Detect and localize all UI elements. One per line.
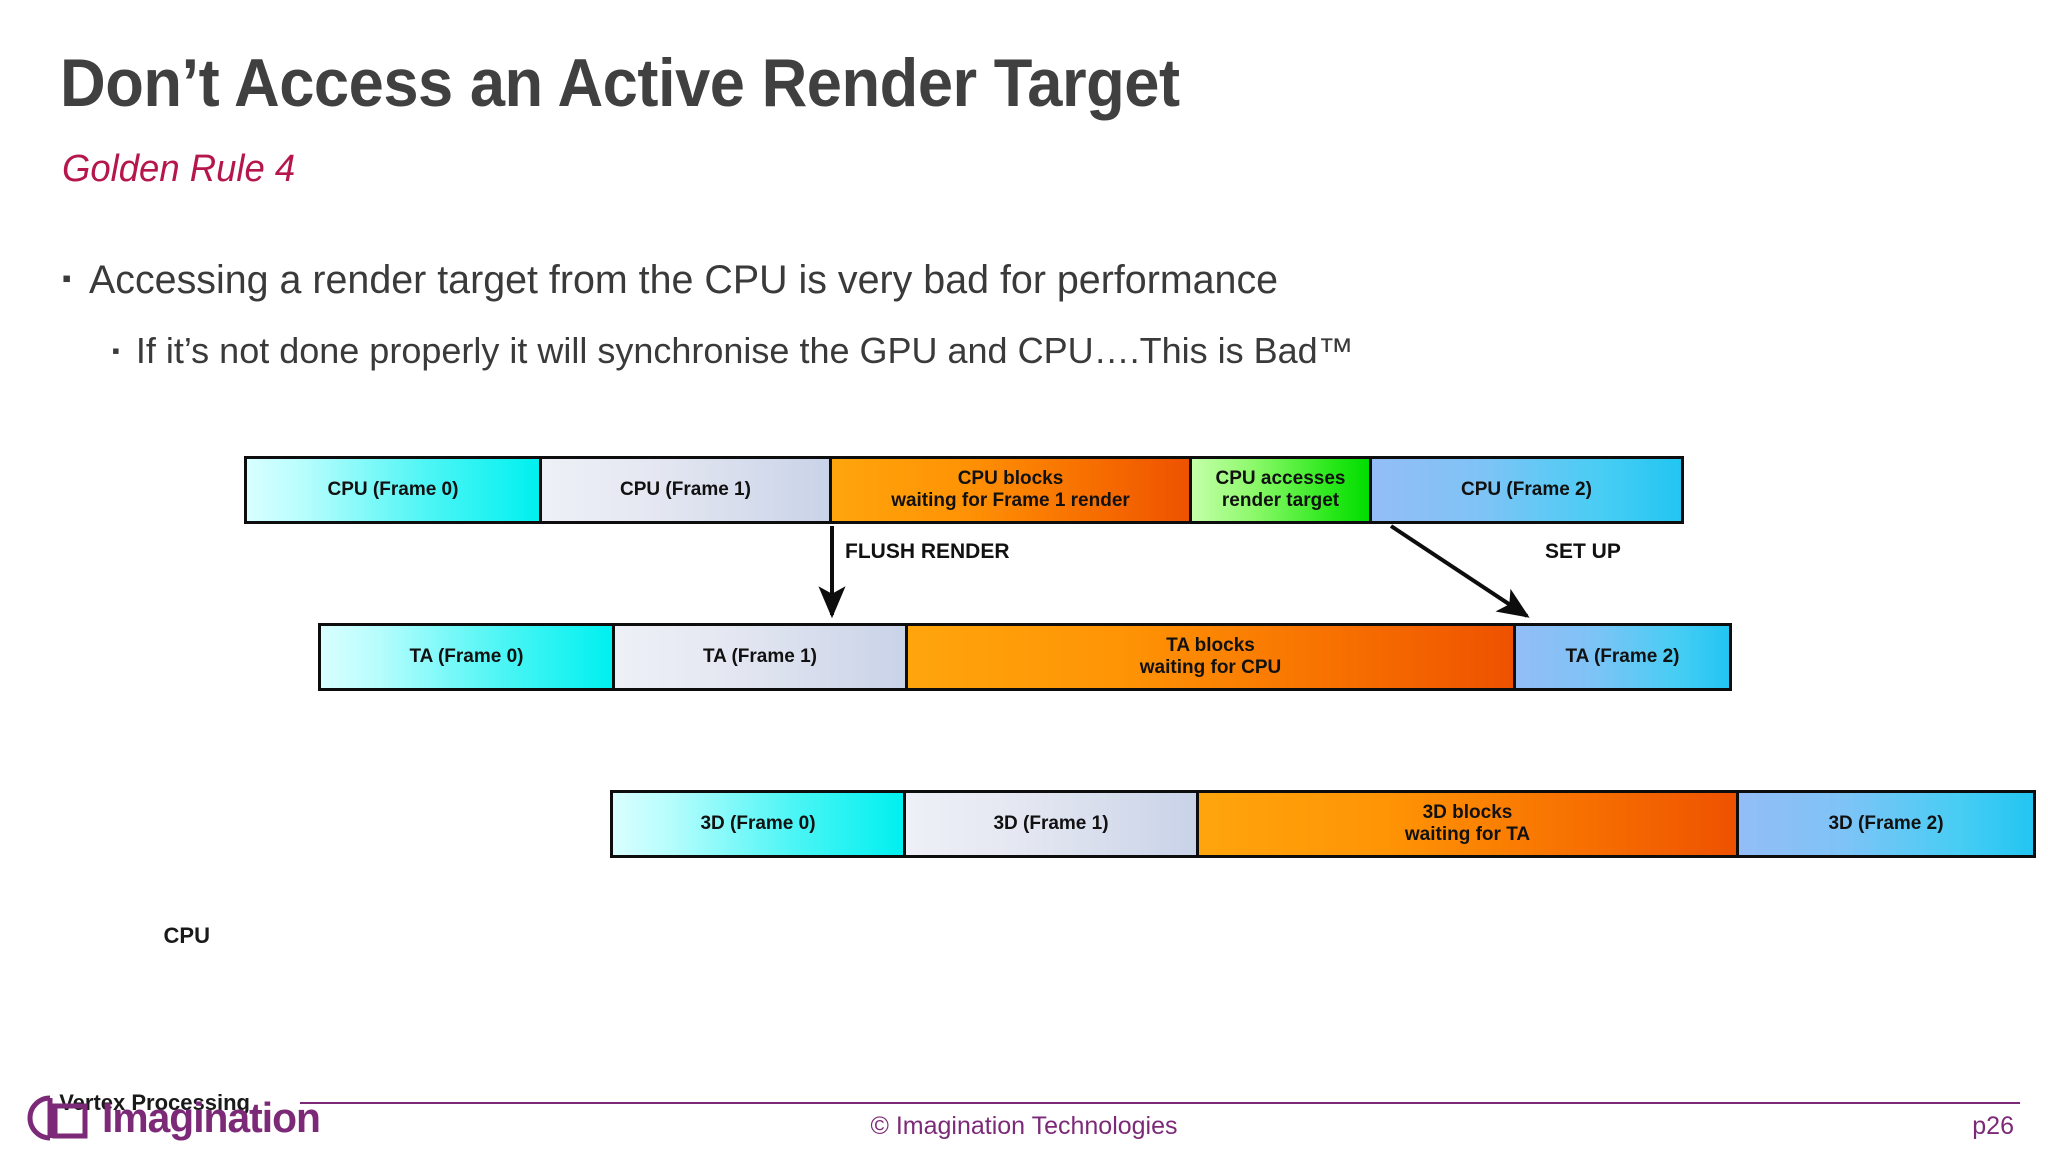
- segment-3d-blocks: 3D blocks waiting for TA: [1199, 793, 1739, 855]
- bullet-level-2: ▪ If it’s not done properly it will sync…: [112, 330, 1354, 372]
- segment-ta-frame-1: TA (Frame 1): [615, 626, 908, 688]
- segment-3d-frame-2: 3D (Frame 2): [1739, 793, 2033, 855]
- segment-cpu-frame-1: CPU (Frame 1): [542, 459, 832, 521]
- segment-label: 3D (Frame 1): [993, 812, 1109, 834]
- segment-label: TA (Frame 2): [1565, 645, 1680, 667]
- footer-divider: [300, 1102, 2020, 1104]
- footer-page-number: p26: [1972, 1112, 2014, 1140]
- segment-3d-frame-1: 3D (Frame 1): [906, 793, 1199, 855]
- segment-label-multiline: 3D blocks waiting for TA: [1405, 802, 1530, 847]
- timeline-diagram: CPU CPU (Frame 0) CPU (Frame 1) CPU bloc…: [0, 430, 2048, 1115]
- segment-cpu-frame-0: CPU (Frame 0): [247, 459, 542, 521]
- segment-label-line1: CPU blocks: [957, 467, 1064, 489]
- bullet-level-1-text: Accessing a render target from the CPU i…: [89, 258, 1279, 302]
- logo-wordmark: Imagination: [102, 1094, 321, 1141]
- segment-label: TA (Frame 0): [409, 645, 524, 667]
- segment-label-multiline: CPU accesses render target: [1216, 468, 1346, 513]
- bullet-square-icon: ▪: [112, 338, 120, 363]
- segment-label-line1: 3D blocks: [1422, 801, 1513, 823]
- segment-cpu-frame-2: CPU (Frame 2): [1372, 459, 1681, 521]
- segment-label-line2: waiting for CPU: [1139, 657, 1282, 678]
- timeline-row-vertex: TA (Frame 0) TA (Frame 1) TA blocks wait…: [318, 623, 1732, 691]
- segment-label-line1: TA blocks: [1166, 634, 1255, 656]
- segment-cpu-accesses-render-target: CPU accesses render target: [1192, 459, 1372, 521]
- annotation-flush-render: FLUSH RENDER: [845, 540, 1010, 563]
- segment-ta-blocks: TA blocks waiting for CPU: [908, 626, 1516, 688]
- segment-3d-frame-0: 3D (Frame 0): [613, 793, 906, 855]
- segment-label-line2: render target: [1221, 490, 1340, 511]
- segment-label: 3D (Frame 2): [1828, 812, 1944, 834]
- segment-label: TA (Frame 1): [702, 645, 818, 667]
- timeline-row-cpu: CPU (Frame 0) CPU (Frame 1) CPU blocks w…: [244, 456, 1684, 524]
- segment-label-multiline: TA blocks waiting for CPU: [1140, 635, 1281, 680]
- imagination-logo: Imagination: [22, 1092, 327, 1144]
- segment-label-line1: CPU accesses: [1215, 467, 1346, 489]
- segment-label-line2: waiting for Frame 1 render: [891, 490, 1130, 511]
- segment-label-multiline: CPU blocks waiting for Frame 1 render: [891, 468, 1130, 513]
- segment-label: CPU (Frame 2): [1461, 478, 1592, 500]
- set-up-arrow: [1389, 524, 1530, 618]
- page-title: Don’t Access an Active Render Target: [60, 45, 1180, 121]
- segment-label: 3D (Frame 0): [700, 812, 816, 834]
- segment-label-line2: waiting for TA: [1404, 824, 1531, 845]
- timeline-row-fragment: 3D (Frame 0) 3D (Frame 1) 3D blocks wait…: [610, 790, 2036, 858]
- row-label-cpu: CPU: [163, 923, 210, 948]
- segment-ta-frame-0: TA (Frame 0): [321, 626, 615, 688]
- segment-ta-frame-2: TA (Frame 2): [1516, 626, 1729, 688]
- segment-label: CPU (Frame 0): [327, 478, 459, 500]
- page-subtitle: Golden Rule 4: [62, 148, 296, 190]
- footer-copyright: © Imagination Technologies: [870, 1112, 1178, 1140]
- imagination-logo-mark-icon: [27, 1095, 88, 1141]
- bullet-square-icon: ▪: [62, 263, 72, 293]
- annotation-set-up: SET UP: [1545, 540, 1621, 563]
- bullet-level-2-text: If it’s not done properly it will synchr…: [135, 330, 1354, 371]
- bullet-level-1: ▪ Accessing a render target from the CPU…: [62, 258, 1296, 303]
- row-label-vertex-processing: Vertex Processing: [59, 1090, 250, 1115]
- segment-cpu-blocks: CPU blocks waiting for Frame 1 render: [832, 459, 1192, 521]
- segment-label: CPU (Frame 1): [620, 478, 751, 500]
